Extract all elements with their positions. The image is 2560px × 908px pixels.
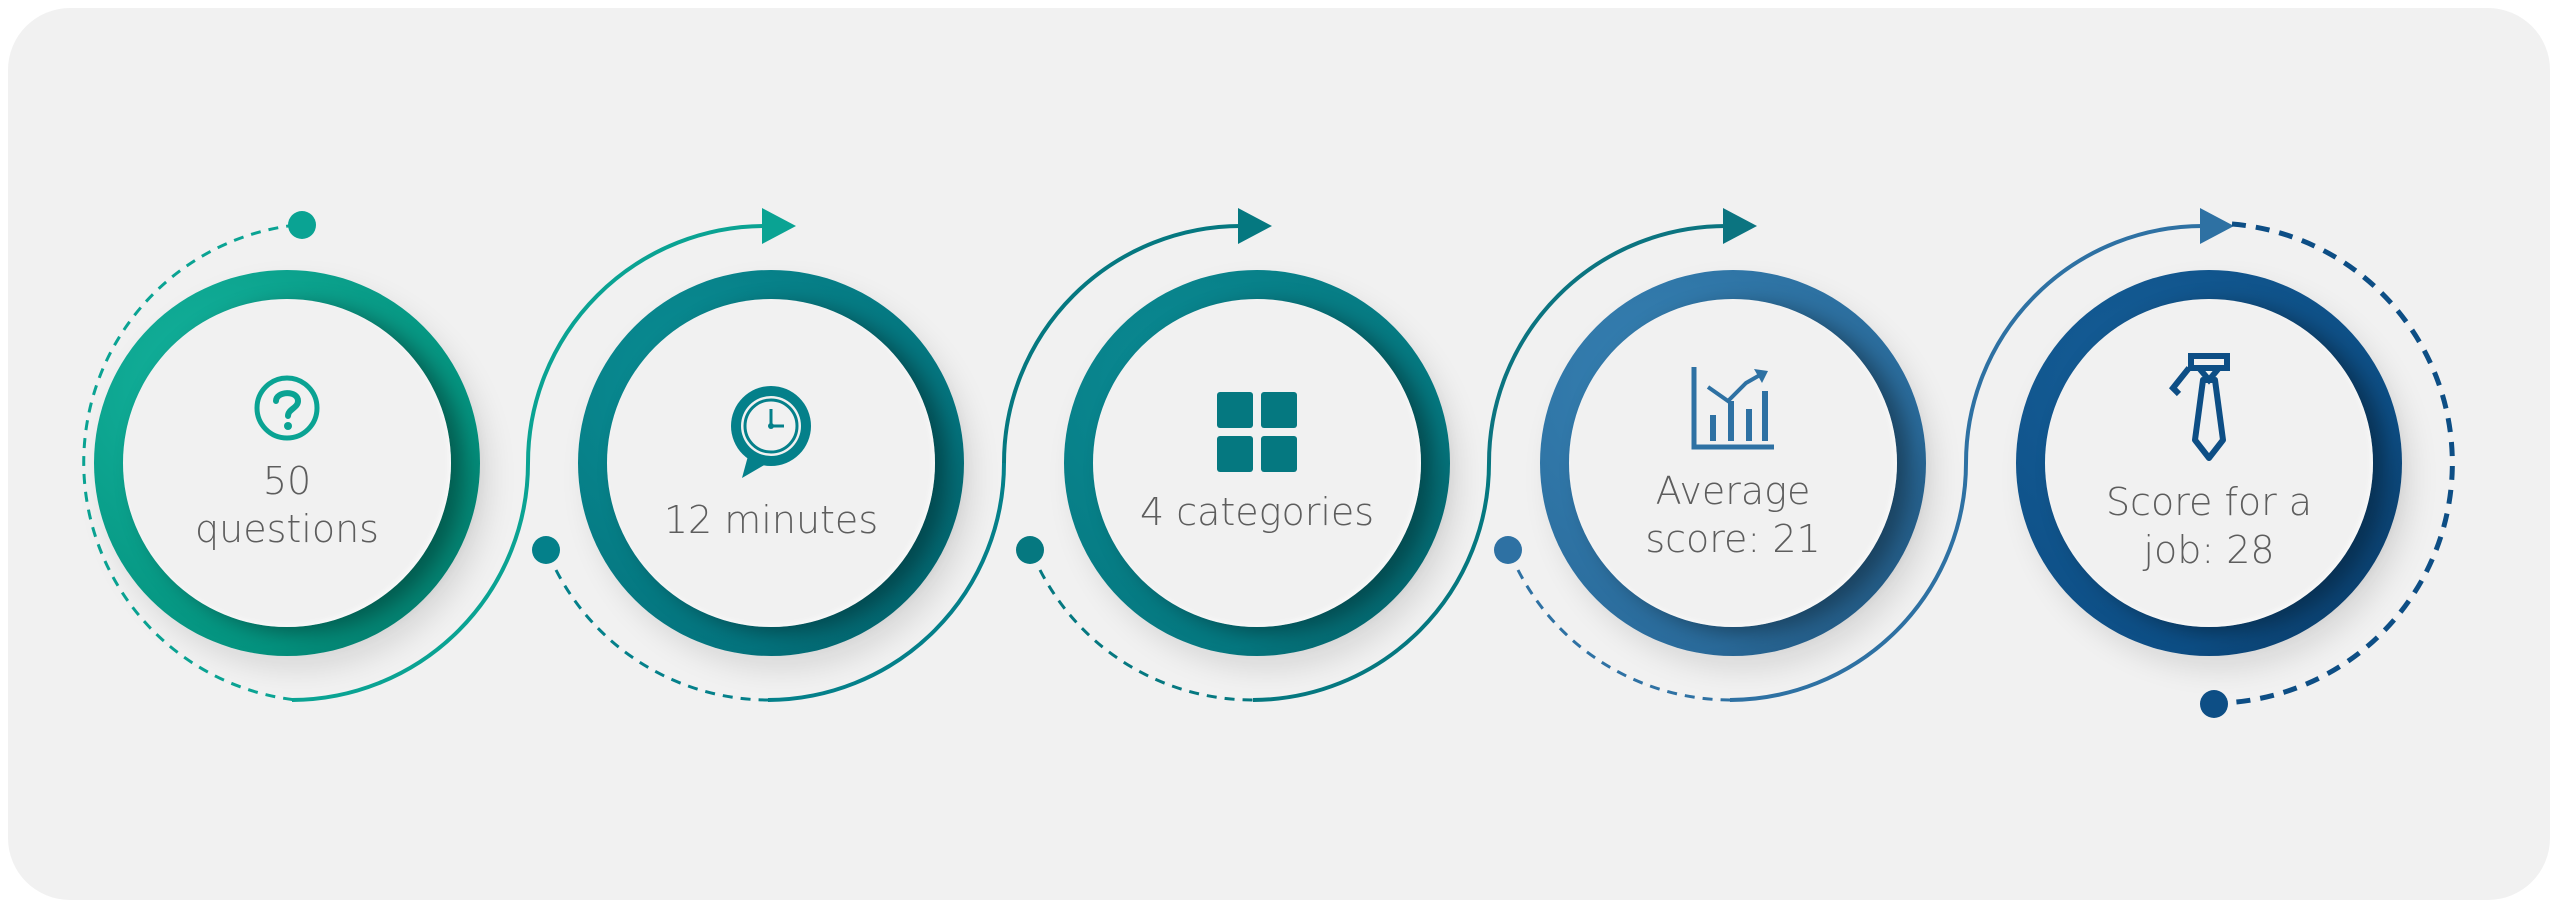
step-4-solid-arc bbox=[1729, 462, 1968, 702]
step-3-label: 4 categories bbox=[1139, 490, 1375, 534]
step-5-disc: Score for a job: 28 bbox=[2045, 299, 2373, 627]
step-5-label: Score for a job: 28 bbox=[2105, 480, 2313, 572]
step-5-dashed-arc bbox=[2221, 221, 2455, 706]
step-5-ring: Score for a job: 28 bbox=[2016, 270, 2402, 656]
step-4-label: Average score: 21 bbox=[1645, 469, 1821, 561]
step-1-label: 50 questions bbox=[195, 459, 379, 551]
question-circle-icon bbox=[254, 375, 320, 441]
step-3-arrow-icon bbox=[1238, 208, 1272, 244]
step-4-arrow-icon bbox=[1723, 208, 1757, 244]
tie-icon bbox=[2169, 353, 2230, 461]
step-3-ring: 4 categories bbox=[1064, 270, 1450, 656]
step-2-label: 12 minutes bbox=[663, 498, 879, 542]
step-2-arrow-icon bbox=[762, 208, 796, 244]
step-1-ring: 50 questions bbox=[94, 270, 480, 656]
step-3-dot bbox=[1016, 536, 1044, 564]
step-2-ring: 12 minutes bbox=[578, 270, 964, 656]
step-5-arrow-icon bbox=[2200, 208, 2234, 244]
step-4-disc: Average score: 21 bbox=[1569, 299, 1897, 627]
step-5-end-dot bbox=[2200, 690, 2228, 718]
step-3-dashed-arc bbox=[1038, 569, 1254, 702]
step-4-dot bbox=[1494, 536, 1522, 564]
step-2-solid-arc bbox=[767, 462, 1006, 702]
step-1-dashed-arc bbox=[82, 223, 297, 702]
clock-bubble-icon bbox=[731, 386, 811, 478]
step-1-start-dot bbox=[288, 211, 316, 239]
step-2-dot bbox=[532, 536, 560, 564]
step-1-disc: 50 questions bbox=[123, 299, 451, 627]
step-4-ring: Average score: 21 bbox=[1540, 270, 1926, 656]
step-4-dashed-arc bbox=[1516, 569, 1731, 702]
step-3-solid-arc-top bbox=[1002, 224, 1242, 464]
step-4-solid-arc-top bbox=[1487, 224, 1727, 464]
step-2-dashed-arc bbox=[554, 569, 769, 702]
bar-chart-icon bbox=[1691, 367, 1774, 450]
step-1-solid-arc bbox=[291, 462, 530, 702]
step-3-disc: 4 categories bbox=[1093, 299, 1421, 627]
grid-icon bbox=[1217, 392, 1297, 472]
step-2-solid-arc-top bbox=[526, 224, 766, 464]
step-5-solid-arc-top bbox=[1964, 224, 2204, 464]
step-3-solid-arc bbox=[1252, 462, 1491, 702]
step-2-disc: 12 minutes bbox=[607, 299, 935, 627]
